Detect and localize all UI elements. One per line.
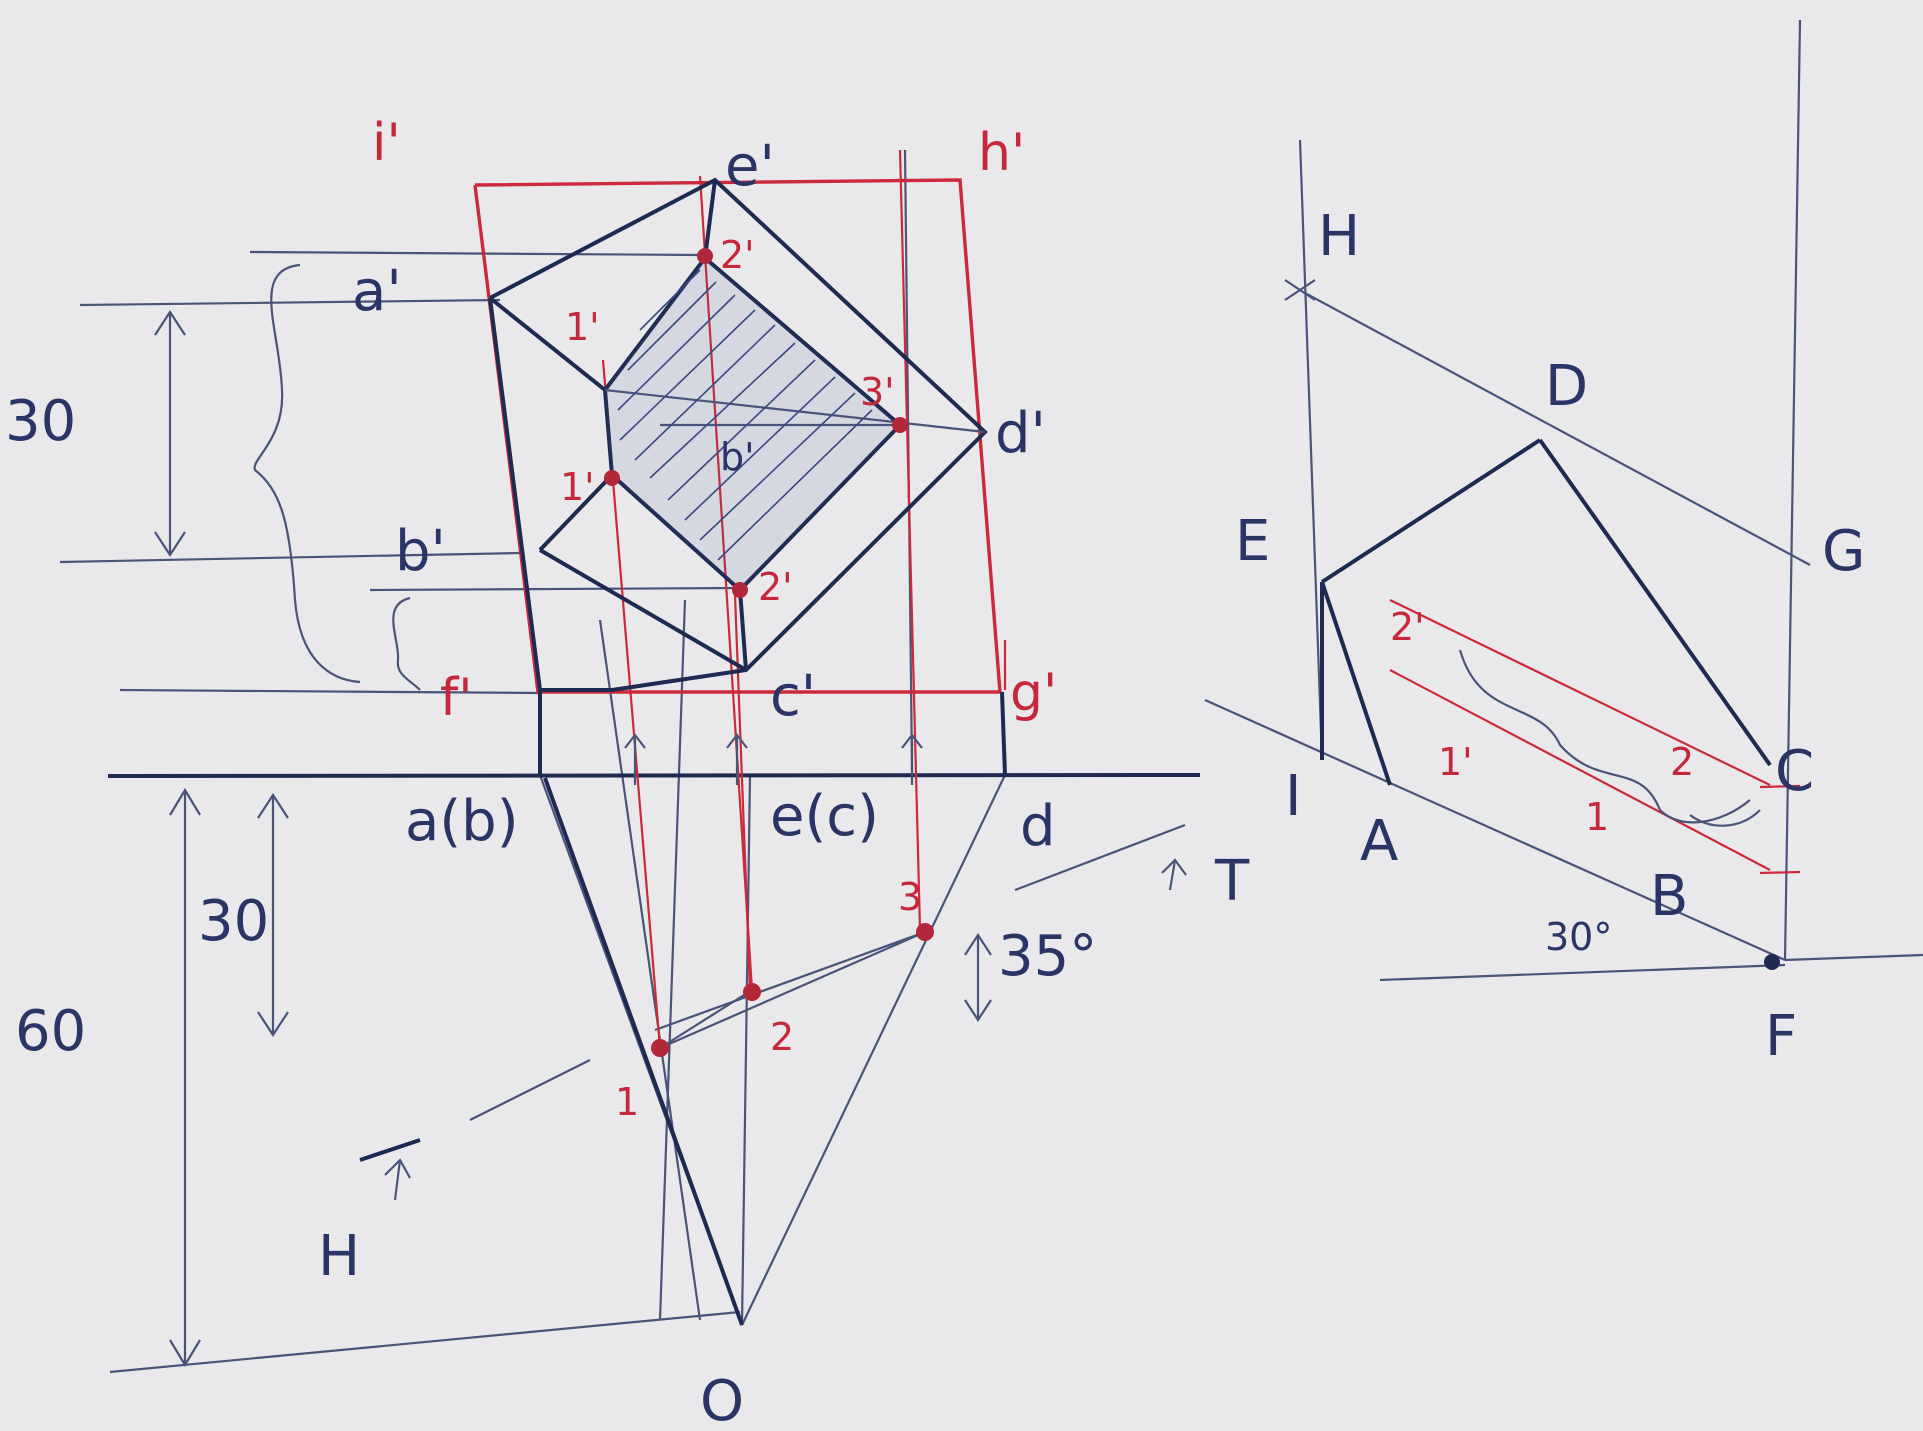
label-h-prime: h' <box>978 123 1025 183</box>
red-projectors <box>601 149 1007 1049</box>
label-o: O <box>700 1369 744 1427</box>
label-aux-d: D <box>1545 354 1588 419</box>
label-aux-1: 1 <box>1585 795 1609 839</box>
top-view <box>543 777 926 1326</box>
label-d: d <box>1020 794 1056 859</box>
label-d-prime: d' <box>995 401 1046 466</box>
label-h-plane: H <box>318 1224 360 1289</box>
label-c-prime: c' <box>770 664 816 729</box>
label-aux-f: F <box>1765 1004 1797 1069</box>
label-a-prime: a' <box>352 259 402 324</box>
label-2-prime-upper: 2' <box>720 233 755 277</box>
label-e-prime: e' <box>725 134 775 199</box>
hatched-section <box>605 258 900 590</box>
auxiliary-view <box>1204 19 1923 982</box>
label-g-prime: g' <box>1010 663 1057 723</box>
label-b-prime: b' <box>395 519 446 584</box>
label-1-prime-upper: 1' <box>565 305 600 349</box>
label-aux-e: E <box>1235 509 1270 574</box>
label-point-1: 1 <box>615 1080 639 1124</box>
labels: i' e' h' a' b' c' d' f' g' 1' 1' 2' 2' 3… <box>5 113 1865 1431</box>
construction-lines <box>59 149 1186 1374</box>
label-b-prime-inner: b' <box>720 435 755 479</box>
dimension-30-left: 30 <box>5 389 76 454</box>
label-aux-i: I <box>1285 764 1302 829</box>
label-aux-g: G <box>1822 519 1865 584</box>
front-view-outline <box>488 177 1007 776</box>
dimension-35-degrees: 35° <box>998 924 1097 989</box>
dimension-arrows <box>154 263 992 1368</box>
section-points <box>604 248 934 1057</box>
label-1-prime-lower: 1' <box>560 465 595 509</box>
label-t: T <box>1214 849 1250 914</box>
label-2-prime-lower: 2' <box>758 565 793 609</box>
label-angle-30: 30° <box>1545 915 1612 959</box>
dimension-60: 60 <box>15 999 86 1064</box>
label-3-prime: 3' <box>860 370 895 414</box>
label-aux-2: 2 <box>1670 740 1694 784</box>
dimension-30-mid: 30 <box>198 889 269 954</box>
label-a-b: a(b) <box>405 789 519 854</box>
label-aux-2-prime: 2' <box>1390 605 1425 649</box>
reference-line-xy <box>107 773 1201 778</box>
label-aux-h: H <box>1318 204 1360 269</box>
plane-arrows <box>359 733 1187 1201</box>
label-e-c: e(c) <box>770 784 879 849</box>
label-f-prime: f' <box>440 668 473 728</box>
label-aux-c: C <box>1775 739 1814 804</box>
label-i-prime: i' <box>372 113 401 173</box>
label-aux-b: B <box>1650 864 1688 929</box>
label-point-2: 2 <box>770 1015 794 1059</box>
label-point-3: 3 <box>898 875 922 919</box>
label-aux-a: A <box>1360 809 1398 874</box>
label-aux-1-prime: 1' <box>1438 740 1473 784</box>
